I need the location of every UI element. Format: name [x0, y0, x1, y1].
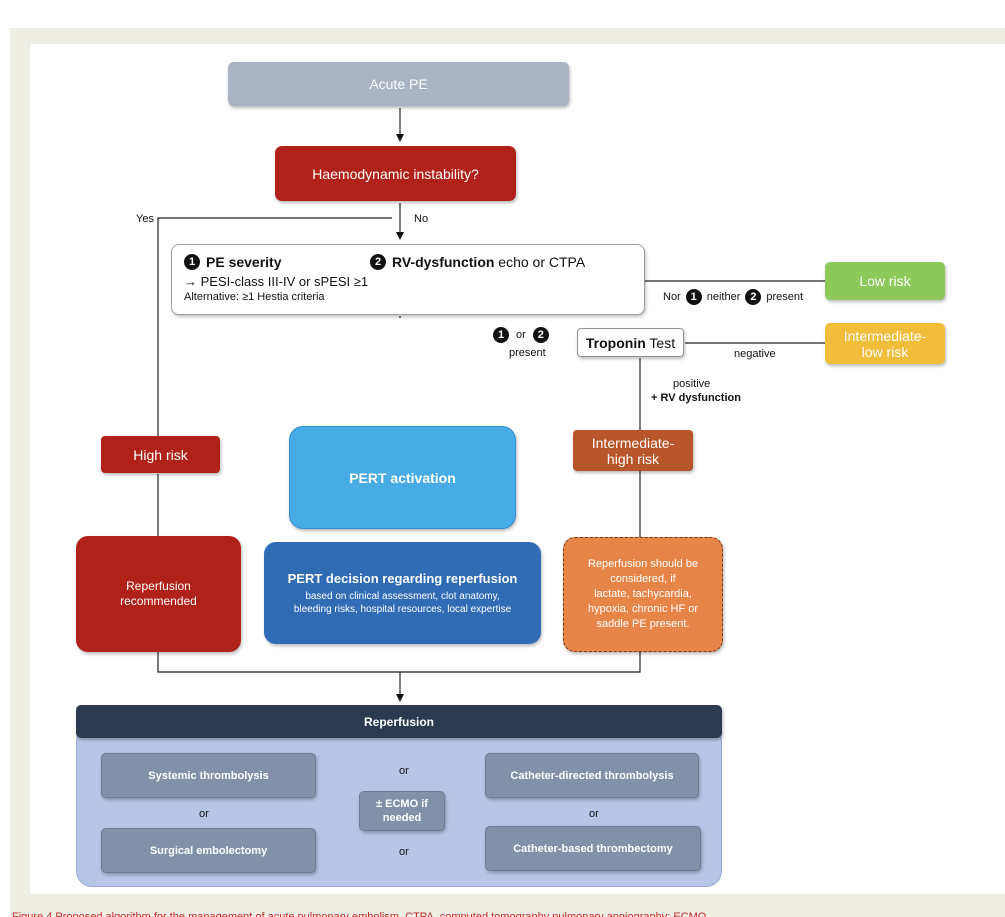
pert-activation-label: PERT activation — [349, 469, 456, 486]
low-risk-box: Low risk — [825, 262, 945, 300]
intermediate-low-risk-box: Intermediate- low risk — [825, 323, 945, 364]
hestia-alternative: Alternative: ≥1 Hestia criteria — [184, 291, 325, 303]
surgical-embolectomy-label: Surgical embolectomy — [149, 844, 268, 857]
reperfusion-considered-label: Reperfusion should be considered, if lac… — [587, 558, 699, 630]
negative-label: negative — [734, 348, 776, 360]
or-label-center-bottom: or — [399, 846, 409, 858]
nor-text: Nor — [663, 291, 681, 303]
criterion-1-badge: 1 — [184, 254, 200, 270]
present-text-right: present — [766, 291, 804, 303]
low-risk-label: Low risk — [859, 273, 911, 289]
ecmo-box: ± ECMO if needed — [359, 791, 445, 831]
reperfusion-recommended-box: Reperfusion recommended — [76, 536, 241, 652]
test-label: Test — [645, 334, 676, 351]
pe-severity-label: PE severity — [206, 254, 282, 270]
rv-dysfunction-branch-label: + RV dysfunction — [651, 392, 741, 404]
or-text: or — [516, 329, 526, 341]
positive-label: positive — [673, 378, 711, 390]
ecmo-label: ± ECMO if needed — [376, 798, 428, 824]
or-badge-1: 1 — [493, 327, 509, 343]
nor-badge-2: 2 — [745, 289, 762, 305]
troponin-test-box: Troponin Test — [577, 328, 684, 357]
merge-line — [157, 652, 641, 673]
pert-activation-box: PERT activation — [289, 426, 516, 529]
intermediate-high-risk-label: Intermediate- high risk — [591, 434, 675, 467]
pert-decision-body: based on clinical assessment, clot anato… — [293, 590, 512, 615]
pesi-criterion: → PESI-class III-IV or sPESI ≥1 — [184, 274, 369, 289]
intermediate-high-risk-box: Intermediate- high risk — [573, 430, 693, 471]
acute-pe-label: Acute PE — [369, 76, 428, 92]
rv-method-label: echo or CTPA — [494, 254, 586, 270]
catheter-based-thrombectomy-box: Catheter-based thrombectomy — [485, 826, 701, 871]
surgical-embolectomy-box: Surgical embolectomy — [101, 828, 316, 873]
systemic-thrombolysis-box: Systemic thrombolysis — [101, 753, 316, 798]
catheter-based-thrombectomy-label: Catheter-based thrombectomy — [513, 842, 673, 855]
systemic-thrombolysis-label: Systemic thrombolysis — [148, 769, 269, 782]
haemodynamic-instability-label: Haemodynamic instability? — [312, 165, 479, 182]
figure-caption: Figure 4 Proposed algorithm for the mana… — [12, 911, 707, 917]
reperfusion-header-label: Reperfusion — [363, 714, 434, 729]
rv-dysfunction-label: RV-dysfunction — [392, 254, 495, 270]
pert-decision-box: PERT decision regarding reperfusion base… — [264, 542, 541, 644]
reperfusion-header-bar: Reperfusion — [76, 705, 722, 738]
reperfusion-considered-box: Reperfusion should be considered, if lac… — [563, 537, 723, 652]
one-or-two-label: 1 or 2 — [493, 327, 549, 343]
troponin-label: Troponin — [585, 334, 646, 351]
catheter-directed-thrombolysis-label: Catheter-directed thrombolysis — [510, 769, 674, 782]
nor-neither-present-label: Nor 1 neither 2 present — [663, 289, 803, 305]
nor-badge-1: 1 — [685, 289, 702, 305]
or-label-center-top: or — [399, 765, 409, 777]
risk-criteria-box: 1 PE severity 2 RV-dysfunction echo or C… — [171, 244, 645, 315]
neither-text: neither — [706, 291, 741, 303]
or-label-left: or — [199, 808, 209, 820]
high-risk-box: High risk — [101, 436, 220, 473]
yes-label: Yes — [136, 213, 154, 225]
high-risk-label: High risk — [133, 446, 188, 463]
or-label-right: or — [589, 808, 599, 820]
yes-branch-line — [157, 217, 392, 436]
pert-decision-title: PERT decision regarding reperfusion — [287, 570, 518, 586]
present-label: present — [509, 347, 546, 359]
haemodynamic-instability-box: Haemodynamic instability? — [275, 146, 516, 201]
acute-pe-box: Acute PE — [228, 62, 569, 106]
catheter-directed-thrombolysis-box: Catheter-directed thrombolysis — [485, 753, 699, 798]
no-label: No — [414, 213, 429, 225]
or-badge-2: 2 — [532, 327, 549, 343]
intermediate-low-risk-label: Intermediate- low risk — [843, 327, 927, 360]
reperfusion-recommended-label: Reperfusion recommended — [120, 579, 197, 608]
criterion-2-badge: 2 — [370, 254, 386, 270]
